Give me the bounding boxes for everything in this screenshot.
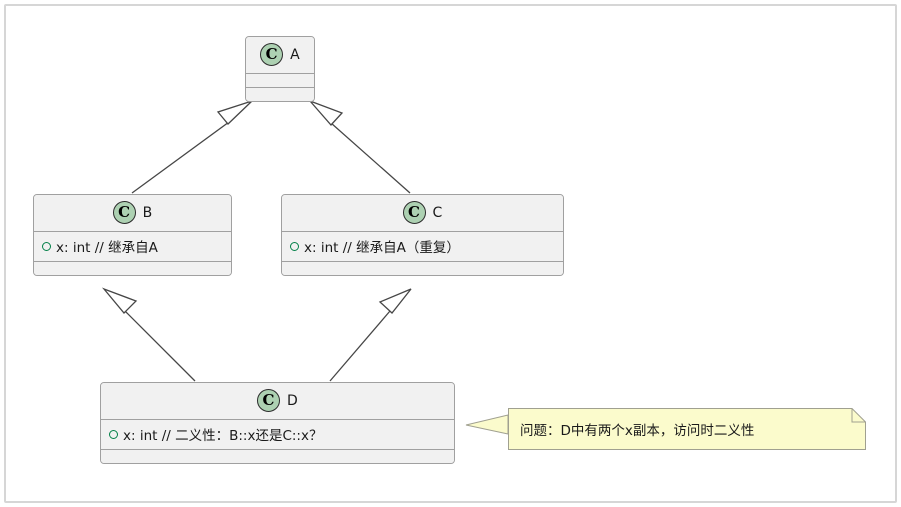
divider [282, 261, 563, 262]
divider [246, 87, 314, 88]
class-circle-icon: C [402, 201, 426, 224]
class-circle-icon: C [257, 389, 280, 412]
divider [101, 449, 454, 450]
arrowhead-d-to-c [378, 288, 412, 314]
class-name-d: D [287, 392, 298, 409]
arrowhead-b-to-a [216, 100, 253, 125]
operations-compartment-c [282, 262, 563, 275]
arrowhead-d-to-b [101, 287, 138, 314]
class-header-c: C C [282, 195, 563, 231]
public-attribute-icon [290, 241, 299, 251]
attributes-compartment-d: x: int // 二义性：B::x还是C::x？ [101, 420, 454, 449]
divider [282, 231, 563, 232]
class-header-b: C B [34, 195, 231, 231]
attributes-compartment-c: x: int // 继承自A（重复） [282, 232, 563, 261]
operations-compartment-b [34, 262, 231, 275]
class-box-c[interactable]: C C x: int // 继承自A（重复） [281, 194, 564, 276]
note-shape [508, 408, 866, 450]
edge-b-to-a [131, 121, 230, 194]
attributes-compartment-b: x: int // 继承自A [34, 232, 231, 261]
class-header-a: C A [246, 37, 314, 73]
public-attribute-icon [109, 429, 118, 439]
edge-d-to-c [329, 310, 391, 382]
operations-compartment-a [246, 88, 314, 101]
arrowhead-c-to-a [309, 100, 344, 126]
divider [101, 419, 454, 420]
class-box-d[interactable]: C D x: int // 二义性：B::x还是C::x？ [100, 382, 455, 464]
class-circle-icon: C [260, 43, 284, 66]
class-circle-icon: C [112, 201, 136, 224]
divider [246, 73, 314, 74]
class-name-c: C [432, 204, 443, 221]
class-box-b[interactable]: C B x: int // 继承自A [33, 194, 232, 276]
class-header-d: C D [101, 383, 454, 419]
attribute-text-d: x: int // 二义性：B::x还是C::x？ [123, 428, 323, 444]
class-name-a: A [290, 46, 300, 63]
public-attribute-icon [42, 241, 51, 251]
note-text: 问题：D中有两个x副本，访问时二义性 [520, 423, 755, 439]
attribute-text-b: x: int // 继承自A [56, 240, 158, 256]
edge-d-to-b [124, 310, 196, 382]
note-box[interactable]: 问题：D中有两个x副本，访问时二义性 [508, 408, 866, 450]
edge-c-to-a [330, 122, 411, 194]
operations-compartment-d [101, 450, 454, 463]
attribute-text-c: x: int // 继承自A（重复） [304, 240, 460, 256]
divider [34, 231, 231, 232]
note-connector [465, 414, 509, 435]
attributes-compartment-a [246, 74, 314, 87]
class-name-b: B [142, 204, 153, 221]
divider [34, 261, 231, 262]
class-box-a[interactable]: C A [245, 36, 315, 102]
